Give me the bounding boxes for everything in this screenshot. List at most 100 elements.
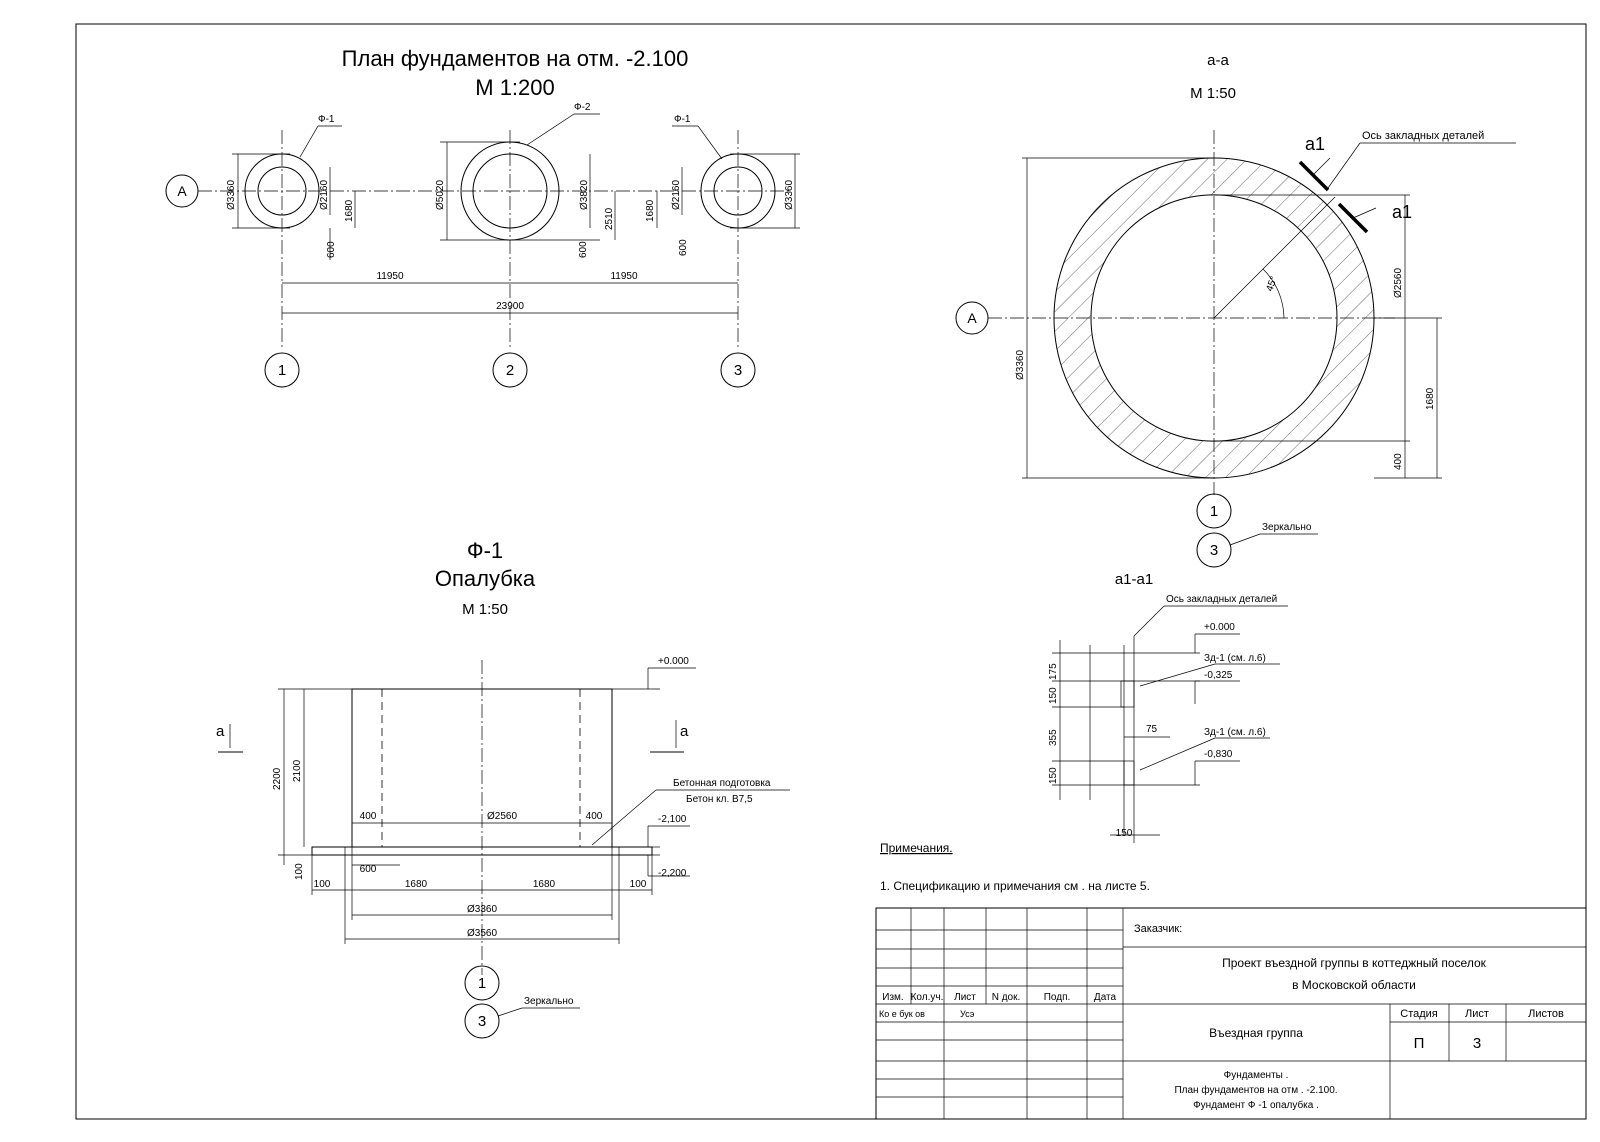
dim-f2-offset: 600 bbox=[578, 241, 589, 258]
a1-dim-355: 355 bbox=[1048, 729, 1059, 746]
notes-item-1: 1. Спецификацию и примечания см . на лис… bbox=[880, 879, 1150, 893]
cut-a1-label-bottom: а1 bbox=[1392, 202, 1412, 222]
tb-sheet: 3 bbox=[1473, 1035, 1481, 1052]
a1-level-1: -0,325 bbox=[1204, 670, 1233, 681]
angle-label: 45° bbox=[1264, 275, 1280, 293]
dim-h-wall: 2100 bbox=[292, 759, 303, 782]
a1-dim-150c: 150 bbox=[1116, 828, 1133, 839]
a1-part-1: Зд-1 (см. л.6) bbox=[1204, 653, 1266, 664]
dim-aa-half: 1680 bbox=[1425, 387, 1436, 410]
tb-h-izm: Изм. bbox=[882, 992, 903, 1003]
tb-sheet-label: Лист bbox=[1465, 1008, 1489, 1020]
level-top: +0.000 bbox=[658, 656, 689, 667]
tb-h-podp: Подп. bbox=[1044, 992, 1071, 1003]
tb-h-ndok: N док. bbox=[992, 992, 1021, 1003]
dim-wall-l: 400 bbox=[360, 811, 377, 822]
a1-dim-150a: 150 bbox=[1048, 687, 1059, 704]
axis-1-f1-label: 1 bbox=[478, 975, 486, 992]
section-a1a1: а1-а1 Ось закладных деталей +0.000 -0,32… bbox=[1048, 571, 1288, 843]
dim-h-prep: 100 bbox=[294, 863, 305, 880]
foundation-plan: План фундаментов на отм. -2.100 М 1:200 … bbox=[165, 46, 800, 388]
dim-f1r-offset: 600 bbox=[678, 239, 689, 256]
axis-bubble-1-aa bbox=[1196, 493, 1232, 529]
a1-embed-axis-label: Ось закладных деталей bbox=[1166, 594, 1277, 605]
dim-span-2-3: 11950 bbox=[610, 271, 638, 282]
axis-a-label: А bbox=[177, 183, 187, 199]
formwork-f1: Ф-1 Опалубка М 1:50 а а +0.000 -2,100 -2… bbox=[216, 538, 790, 1039]
dim-f1r-half: 1680 bbox=[645, 199, 656, 222]
cut-a-left: а bbox=[216, 723, 225, 740]
concrete-note-1: Бетонная подготовка bbox=[673, 778, 771, 789]
dim-prep-r: 100 bbox=[630, 879, 647, 890]
mirror-note-aa: Зеркально bbox=[1262, 522, 1312, 533]
dim-f1l-half: 1680 bbox=[344, 199, 355, 222]
level-bottom: -2,200 bbox=[658, 868, 687, 879]
section-aa-scale: М 1:50 bbox=[1190, 85, 1236, 102]
tb-h-list: Лист bbox=[954, 992, 976, 1003]
dim-aa-inner: Ø2560 bbox=[1393, 268, 1404, 298]
dim-half-r: 1680 bbox=[533, 879, 556, 890]
tb-object: Въездная группа bbox=[1209, 1026, 1303, 1040]
notes-heading: Примечания. bbox=[880, 841, 953, 855]
dim-h-total: 2200 bbox=[272, 767, 283, 790]
dim-outer: Ø3360 bbox=[467, 904, 497, 915]
tb-sheet-title-3: Фундамент Ф -1 опалубка . bbox=[1193, 1099, 1319, 1111]
plan-scale: М 1:200 bbox=[475, 75, 555, 100]
tb-sheets-label: Листов bbox=[1528, 1008, 1564, 1020]
a1-level-2: -0,830 bbox=[1204, 749, 1233, 760]
a1-part-2: Зд-1 (см. л.6) bbox=[1204, 727, 1266, 738]
formwork-scale: М 1:50 bbox=[462, 601, 508, 618]
tb-sheet-title-1: Фундаменты . bbox=[1224, 1070, 1289, 1081]
dim-f1l-inner: Ø2160 bbox=[319, 180, 330, 210]
a1-level-0: +0.000 bbox=[1204, 622, 1235, 633]
tb-project-2: в Московской области bbox=[1292, 978, 1416, 992]
dim-f2-outer: Ø5020 bbox=[435, 180, 446, 210]
axis-bubble-1 bbox=[264, 352, 300, 388]
cut-a1-top bbox=[1298, 160, 1330, 192]
axis-bubble-3-aa bbox=[1196, 532, 1232, 568]
tb-sheet-title-2: План фундаментов на отм . -2.100. bbox=[1174, 1084, 1337, 1096]
axis-bubble-2 bbox=[492, 352, 528, 388]
tb-stage-label: Стадия bbox=[1400, 1008, 1438, 1020]
formwork-mark: Ф-1 bbox=[467, 538, 503, 563]
dim-f2-half: 2510 bbox=[604, 207, 615, 230]
axis-bubble-3 bbox=[720, 352, 756, 388]
a1-dim-175: 175 bbox=[1048, 663, 1059, 680]
axis-3-aa-label: 3 bbox=[1210, 542, 1218, 559]
tb-project-1: Проект въездной группы в коттеджный посе… bbox=[1222, 956, 1487, 970]
notes: Примечания. 1. Спецификацию и примечания… bbox=[880, 841, 1150, 893]
tb-h-data: Дата bbox=[1094, 992, 1117, 1003]
title-block: Изм. Кол.уч. Лист N док. Подп. Дата Ко е… bbox=[875, 907, 1587, 1120]
sheet-frame bbox=[75, 23, 1587, 1120]
dim-f2-inner: Ø3820 bbox=[579, 180, 590, 210]
tb-h-koluch: Кол.уч. bbox=[911, 992, 944, 1003]
mark-f1-left: Ф-1 bbox=[318, 114, 335, 125]
cut-a1-label-top: а1 bbox=[1305, 134, 1325, 154]
dim-total: 23900 bbox=[496, 301, 524, 312]
dim-offset: 600 bbox=[360, 864, 377, 875]
tb-faint-1: Ко е бук ов bbox=[879, 1009, 925, 1019]
mirror-note-f1: Зеркально bbox=[524, 996, 574, 1007]
level-mid: -2,100 bbox=[658, 814, 687, 825]
axis-a2-label: А bbox=[967, 310, 977, 326]
axis-1-label: 1 bbox=[278, 362, 286, 379]
dim-wall-r: 400 bbox=[586, 811, 603, 822]
dim-f1r-outer: Ø3360 bbox=[784, 180, 795, 210]
tb-faint-2: Усэ bbox=[960, 1009, 975, 1019]
axis-1-aa-label: 1 bbox=[1210, 503, 1218, 520]
mark-f2: Ф-2 bbox=[574, 102, 591, 113]
axis-3-label: 3 bbox=[734, 362, 742, 379]
tb-customer: Заказчик: bbox=[1134, 923, 1182, 935]
axis-bubble-1-f1 bbox=[464, 965, 500, 1001]
a1-dim-150b: 150 bbox=[1048, 767, 1059, 784]
dim-aa-wall: 400 bbox=[1393, 453, 1404, 470]
axis-3-f1-label: 3 bbox=[478, 1013, 486, 1030]
cut-a-right: а bbox=[680, 723, 689, 740]
dim-f1l-outer: Ø3360 bbox=[226, 180, 237, 210]
dim-prep-l: 100 bbox=[314, 879, 331, 890]
dim-prep-outer: Ø3560 bbox=[467, 928, 497, 939]
concrete-note-2: Бетон кл. В7,5 bbox=[686, 794, 753, 805]
dim-inner: Ø2560 bbox=[487, 811, 517, 822]
section-aa-title: а-а bbox=[1207, 52, 1229, 69]
